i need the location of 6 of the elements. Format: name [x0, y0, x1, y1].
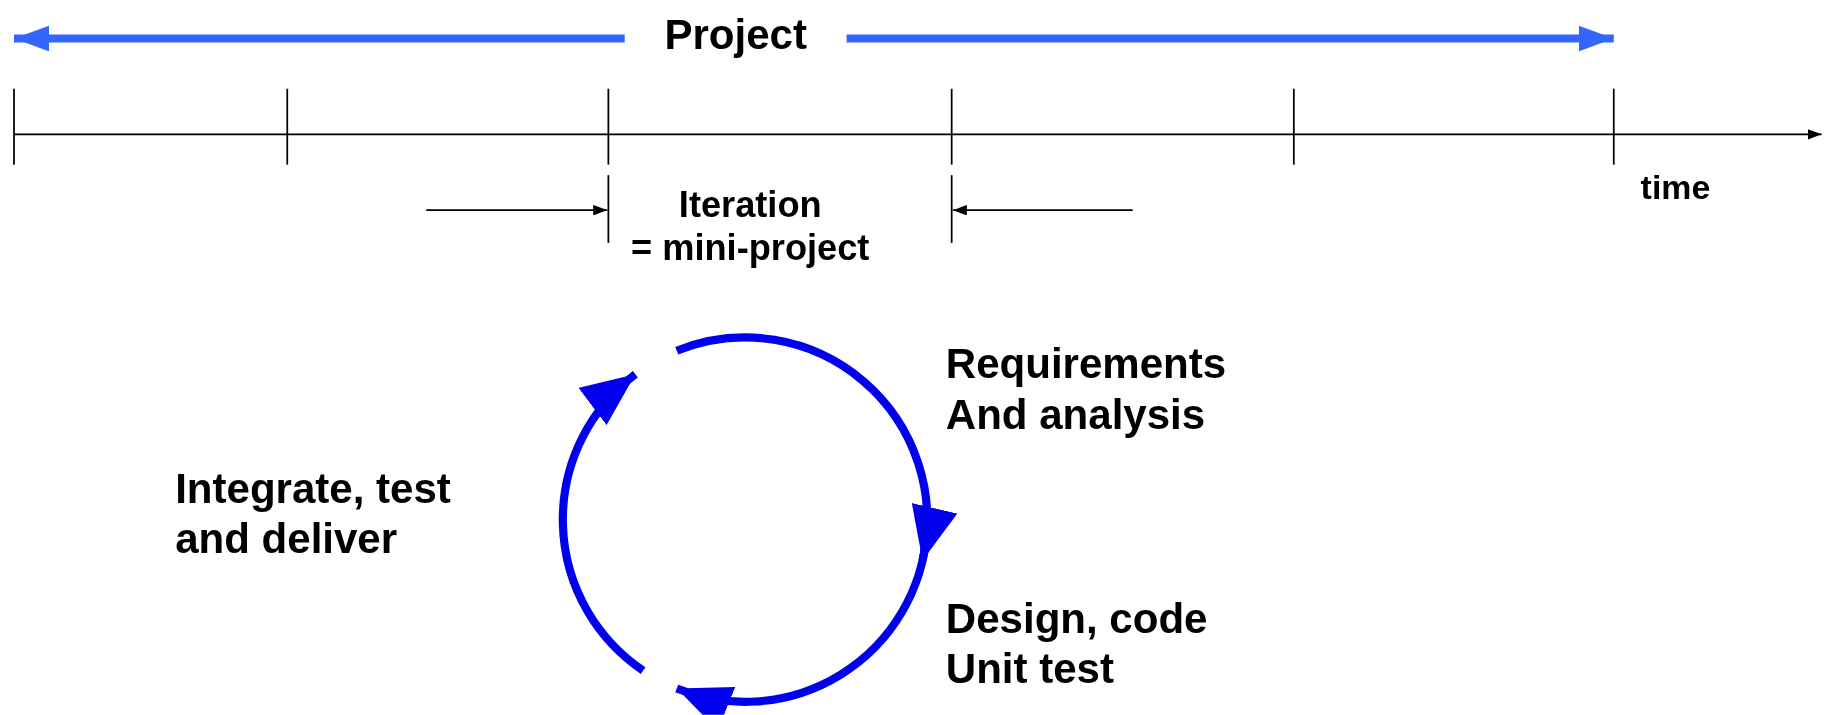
dimension-label: Iteration = mini-project	[630, 183, 871, 271]
dimension-label: Project	[663, 9, 808, 60]
phase-label: Design, code Unit test	[945, 593, 1208, 695]
phase-label: Requirements And analysis	[945, 338, 1227, 440]
axis-label: time	[1640, 167, 1711, 208]
phase-label: Integrate, test and deliver	[175, 463, 451, 565]
